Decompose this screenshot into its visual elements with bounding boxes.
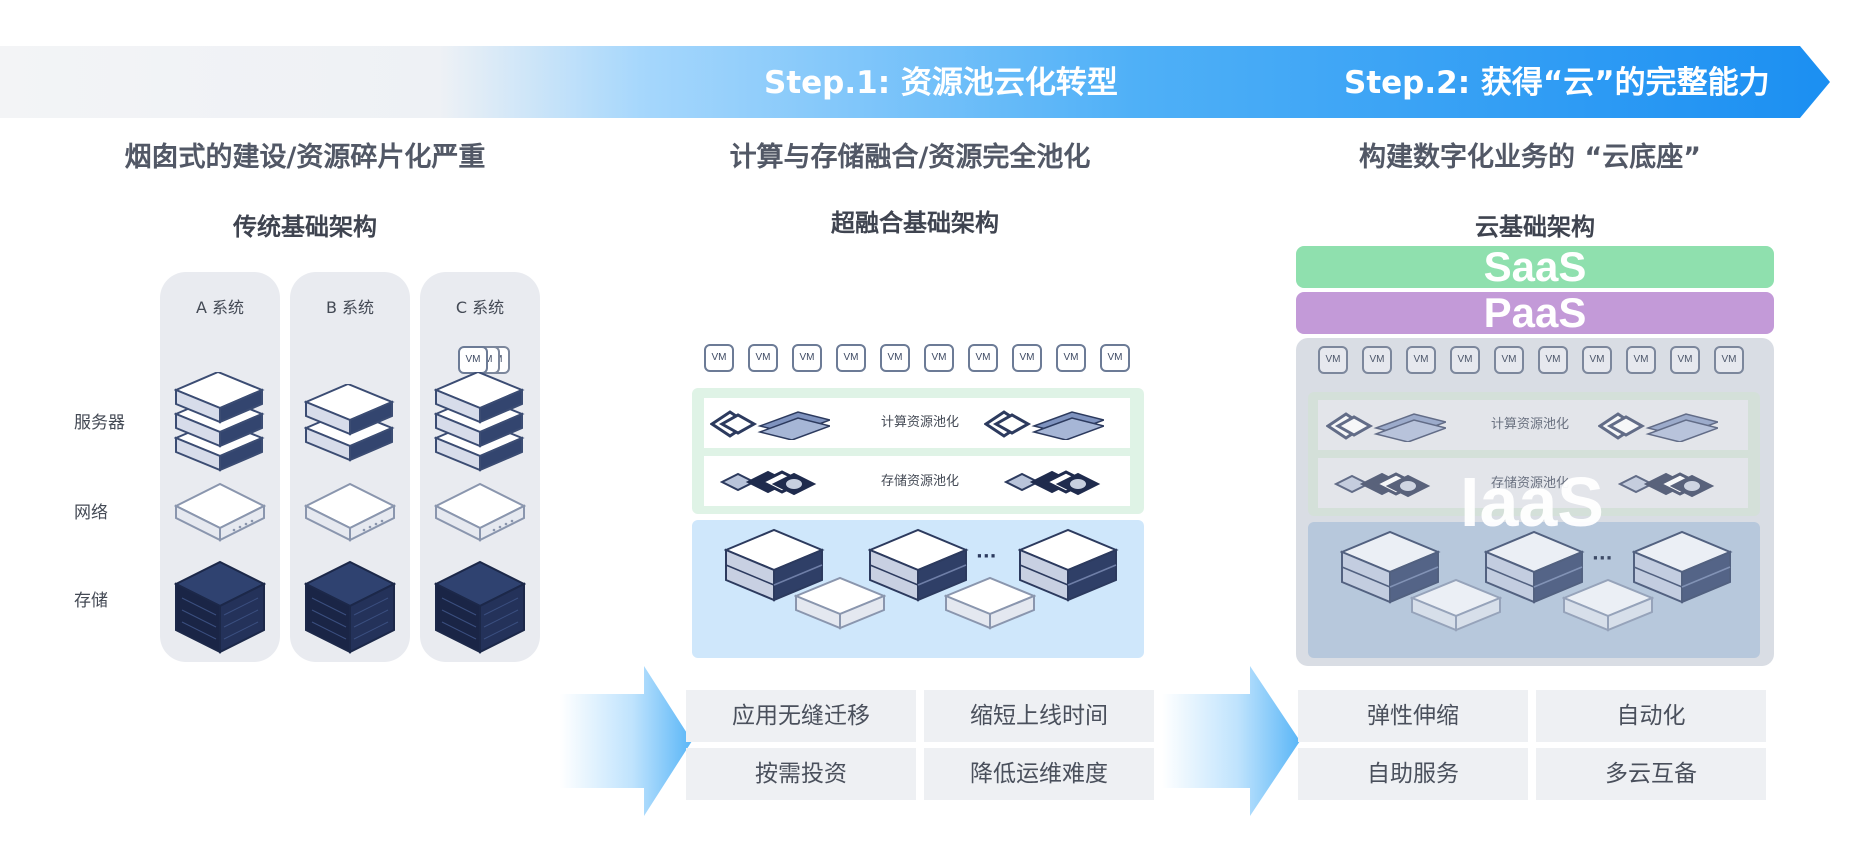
vm-badge: VM xyxy=(1714,346,1744,374)
storage-pool-icon-left xyxy=(720,470,816,496)
col3-heading: 构建数字化业务的 “云底座” xyxy=(1359,142,1701,173)
step2-label: Step.2: 获得“云”的完整能力 xyxy=(1344,65,1770,101)
transition-arrow-2 xyxy=(1162,666,1300,816)
iaas-label: IaaS xyxy=(1460,463,1604,541)
col2-heading: 计算与存储融合/资源完全池化 xyxy=(729,142,1091,173)
col1-heading: 烟囱式的建设/资源碎片化严重 xyxy=(124,142,486,173)
storage-pool-icon-right xyxy=(1004,470,1100,496)
cloud-compute-icon-right xyxy=(1598,412,1718,442)
compute-pool-label: 计算资源池化 xyxy=(880,415,959,430)
cloud-small-server-1 xyxy=(1411,579,1501,631)
vm-badge: VM xyxy=(1494,346,1524,374)
hci-small-server-1 xyxy=(795,577,885,629)
row-label-storage: 存储 xyxy=(74,591,108,611)
hci-small-server-2 xyxy=(945,577,1035,629)
step1-label: Step.1: 资源池云化转型 xyxy=(764,65,1118,101)
vm-badge: VM xyxy=(1670,346,1700,374)
benefit-lower-ops: 降低运维难度 xyxy=(924,748,1154,800)
vm-badge: VM xyxy=(1450,346,1480,374)
cloud-storage-icon-right xyxy=(1618,472,1714,498)
benefit-on-demand: 按需投资 xyxy=(686,748,916,800)
system-b-label: B 系统 xyxy=(325,298,375,317)
vm-badge: VM xyxy=(924,344,954,372)
cloud-small-server-2 xyxy=(1563,579,1653,631)
benefit-multi-cloud: 多云互备 xyxy=(1536,748,1766,800)
saas-layer: SaaS xyxy=(1296,246,1774,288)
cloud-compute-pool-label: 计算资源池化 xyxy=(1490,417,1569,432)
storage-cube-b xyxy=(305,561,395,653)
vm-badge: VM xyxy=(1100,344,1130,372)
benefit-app-migration: 应用无缝迁移 xyxy=(686,690,916,742)
cloud-compute-icon-left xyxy=(1326,412,1446,442)
compute-pool-icon-left xyxy=(710,410,830,440)
compute-pool-icon-right xyxy=(984,410,1104,440)
vm-badge: VM xyxy=(1362,346,1392,374)
storage-pool-label: 存储资源池化 xyxy=(880,474,959,489)
storage-cube-c xyxy=(435,561,525,653)
network-switch-c xyxy=(435,483,525,541)
storage-cube-a xyxy=(175,561,265,653)
row-label-server: 服务器 xyxy=(74,413,125,433)
server-stack-b xyxy=(305,384,393,461)
benefit-shorten-launch: 缩短上线时间 xyxy=(924,690,1154,742)
hci-ellipsis: ··· xyxy=(976,546,997,567)
vm-badge: VM xyxy=(968,344,998,372)
vm-row-cloud: VM VM VM VM VM VM VM VM VM VM xyxy=(1318,346,1754,378)
transition-arrow-1 xyxy=(560,666,692,816)
col3-subheading: 云基础架构 xyxy=(1475,213,1595,241)
benefit-elastic-scaling: 弹性伸缩 xyxy=(1298,690,1528,742)
vm-badge: VM xyxy=(1626,346,1656,374)
step-banner xyxy=(0,46,1830,118)
vm-badge: VM xyxy=(1012,344,1042,372)
row-label-network: 网络 xyxy=(74,503,108,523)
c-vm-badge-front: VM xyxy=(458,346,488,374)
server-stack-a xyxy=(175,372,263,471)
network-switch-a xyxy=(175,483,265,541)
system-a-label: A 系统 xyxy=(195,298,245,317)
paas-layer: PaaS xyxy=(1296,292,1774,334)
vm-badge: VM xyxy=(1538,346,1568,374)
benefit-self-service: 自助服务 xyxy=(1298,748,1528,800)
col2-subheading: 超融合基础架构 xyxy=(831,209,999,237)
server-stack-c xyxy=(435,372,523,471)
system-c-label: C 系统 xyxy=(455,298,505,317)
vm-badge: VM xyxy=(704,344,734,372)
vm-row-hci: VM VM VM VM VM VM VM VM VM VM xyxy=(704,344,1134,376)
benefit-automation: 自动化 xyxy=(1536,690,1766,742)
vm-badge: VM xyxy=(1406,346,1436,374)
network-switch-b xyxy=(305,483,395,541)
vm-badge: VM xyxy=(1582,346,1612,374)
vm-badge: VM xyxy=(880,344,910,372)
vm-badge: VM xyxy=(792,344,822,372)
cloud-ellipsis: ··· xyxy=(1592,548,1613,569)
col1-subheading: 传统基础架构 xyxy=(233,213,377,241)
vm-badge: VM xyxy=(836,344,866,372)
vm-badge: VM xyxy=(748,344,778,372)
cloud-storage-pool-label: 存储资源池化 xyxy=(1490,476,1569,491)
vm-badge: VM xyxy=(1318,346,1348,374)
cloud-storage-icon-left xyxy=(1334,472,1430,498)
vm-badge: VM xyxy=(1056,344,1086,372)
